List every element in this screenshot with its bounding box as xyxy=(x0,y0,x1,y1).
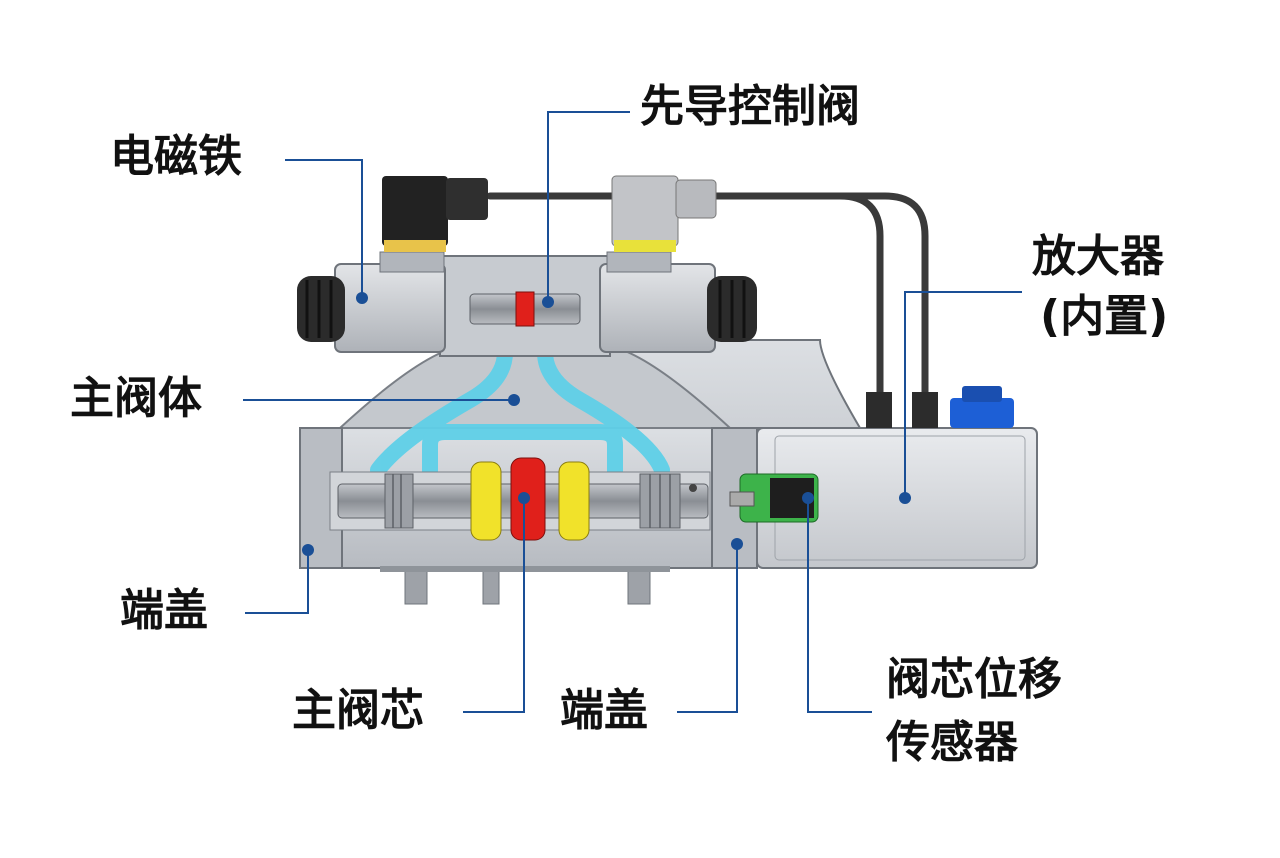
leader-dots xyxy=(302,292,911,556)
connector-left-shape xyxy=(382,176,488,252)
cable-lower xyxy=(711,192,929,396)
label-sensor: 阀芯位移 xyxy=(886,654,1062,705)
leader-amplifier xyxy=(904,291,1022,498)
solenoid-left-shape xyxy=(297,251,446,353)
connector-right-shape xyxy=(611,175,717,252)
label-end-cap-left: 端盖 xyxy=(120,585,208,636)
spool-sensor-shape xyxy=(729,473,819,523)
label-main-spool: 主阀芯 xyxy=(292,685,424,736)
leader-electromagnet xyxy=(285,159,363,298)
leader-main-spool xyxy=(463,498,525,713)
leader-end-cap-left xyxy=(245,550,309,614)
label-amplifier: 放大器 xyxy=(1032,231,1164,282)
label-main-body: 主阀体 xyxy=(70,373,202,424)
pilot-valve-shape xyxy=(439,255,611,357)
label-pilot-valve: 先导控制阀 xyxy=(640,81,860,132)
label-end-cap-right: 端盖 xyxy=(560,685,648,736)
cable-group xyxy=(486,192,929,396)
leader-end-cap-right xyxy=(677,544,738,713)
solenoid-right-shape xyxy=(599,251,757,353)
label-electromagnet: 电磁铁 xyxy=(110,131,242,182)
label-sensor-line2: 传感器 xyxy=(886,717,1018,768)
leader-lines xyxy=(243,111,1022,713)
leader-sensor xyxy=(807,498,872,713)
leader-pilot-valve xyxy=(547,111,630,302)
label-amplifier-builtin: (内置) xyxy=(1040,291,1169,342)
amplifier-housing-shape xyxy=(756,386,1038,569)
